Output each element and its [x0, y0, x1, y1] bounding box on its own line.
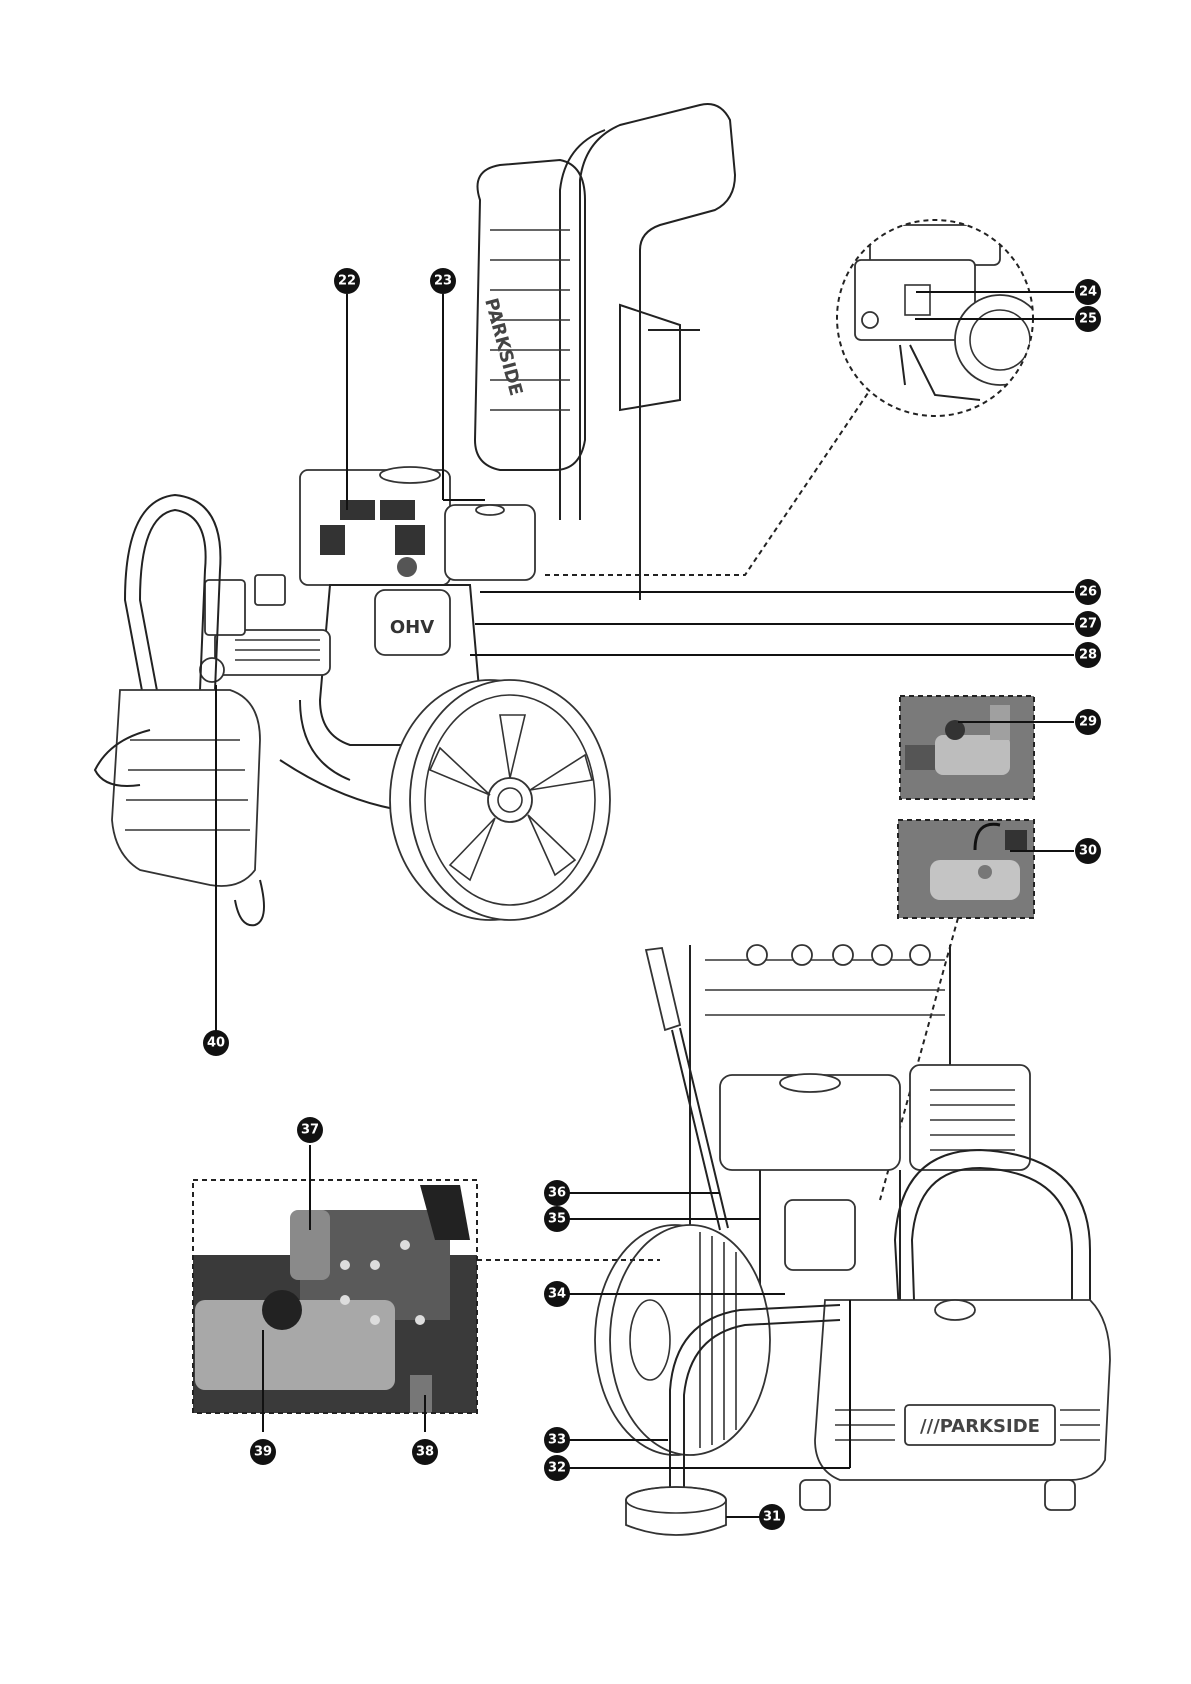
callout-39: 39	[250, 1439, 276, 1465]
callout-35: 35	[544, 1206, 570, 1232]
lower-washer-illustration: ///PARKSIDE	[595, 945, 1110, 1535]
svg-text:37: 37	[301, 1123, 319, 1138]
svg-text:38: 38	[416, 1445, 434, 1460]
reel-brand-text: PARKSIDE	[480, 296, 526, 398]
svg-text:31: 31	[763, 1510, 781, 1525]
svg-text:33: 33	[548, 1433, 566, 1448]
callout-31: 31	[759, 1504, 785, 1530]
callout-32: 32	[544, 1455, 570, 1481]
callout-28: 28	[1075, 642, 1101, 668]
callout-34: 34	[544, 1281, 570, 1307]
upper-washer-illustration: PARKSIDE OHV	[95, 104, 870, 925]
callout-30: 30	[1075, 838, 1101, 864]
svg-text:35: 35	[548, 1212, 566, 1227]
svg-text:36: 36	[548, 1186, 566, 1201]
svg-text:22: 22	[338, 274, 356, 289]
engine-mark-text: OHV	[390, 617, 434, 638]
svg-text:30: 30	[1079, 844, 1097, 859]
photo-inset-29	[900, 696, 1034, 799]
callout-33: 33	[544, 1427, 570, 1453]
svg-text:39: 39	[254, 1445, 272, 1460]
callout-24: 24	[1075, 279, 1101, 305]
svg-text:26: 26	[1079, 585, 1097, 600]
svg-text:40: 40	[207, 1036, 225, 1051]
callout-23: 23	[430, 268, 456, 294]
callout-29: 29	[1075, 709, 1101, 735]
wheel	[390, 680, 610, 920]
callout-37: 37	[297, 1117, 323, 1143]
svg-text:25: 25	[1079, 312, 1097, 327]
svg-text:23: 23	[434, 274, 452, 289]
nozzle-holders	[747, 945, 930, 965]
callout-25: 25	[1075, 306, 1101, 332]
callout-38: 38	[412, 1439, 438, 1465]
svg-text:28: 28	[1079, 648, 1097, 663]
callout-40: 40	[203, 1030, 229, 1056]
svg-text:32: 32	[548, 1461, 566, 1476]
svg-text:24: 24	[1079, 285, 1097, 300]
svg-text:27: 27	[1079, 617, 1097, 632]
callout-22: 22	[334, 268, 360, 294]
callout-36: 36	[544, 1180, 570, 1206]
brand-plate-text: ///PARKSIDE	[920, 1416, 1040, 1437]
svg-text:34: 34	[548, 1287, 566, 1302]
callout-26: 26	[1075, 579, 1101, 605]
svg-text:29: 29	[1079, 715, 1097, 730]
callout-27: 27	[1075, 611, 1101, 637]
